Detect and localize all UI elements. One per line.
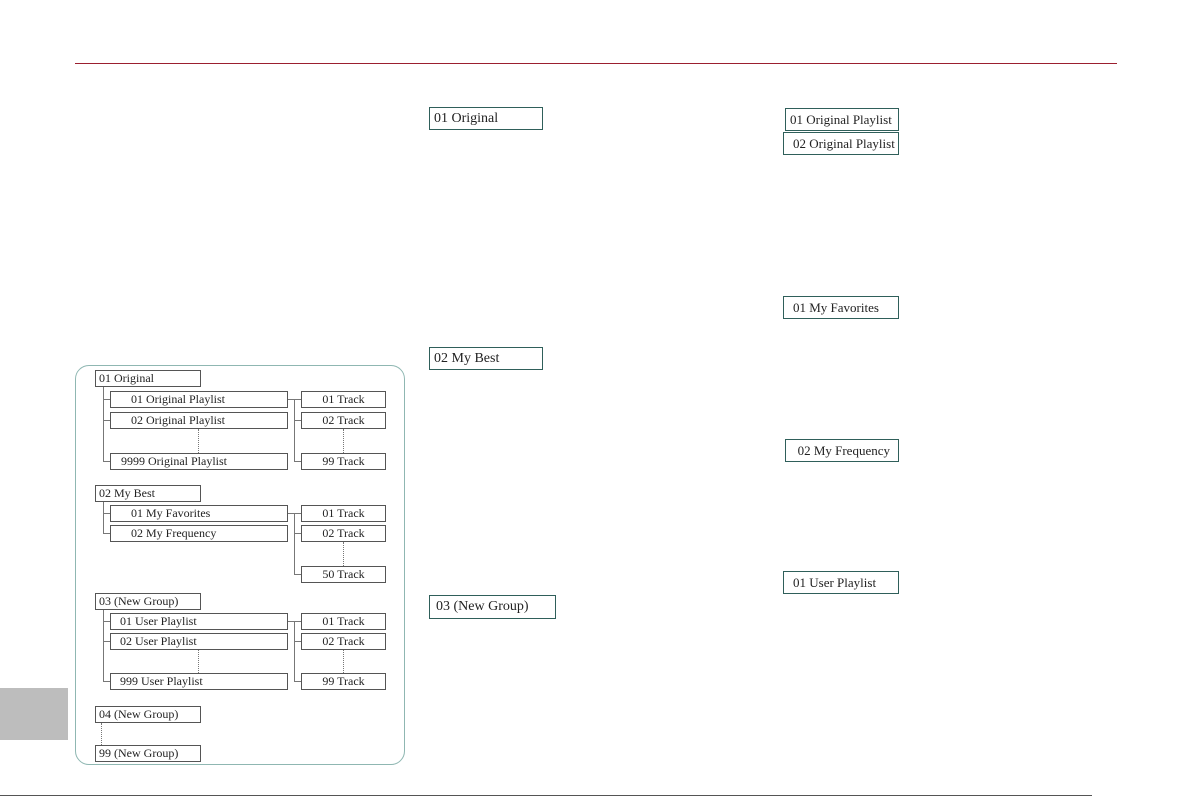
tree-line [294, 641, 301, 642]
tree-line [294, 399, 295, 461]
track-node: 02 Track [301, 412, 386, 429]
tree-line [288, 513, 294, 514]
tree-line [294, 461, 301, 462]
playlist-node: 999 User Playlist [110, 673, 288, 690]
playlist-node: 02 Original Playlist [110, 412, 288, 429]
playlist-node: 9999 Original Playlist [110, 453, 288, 470]
playlist-node: 01 Original Playlist [110, 391, 288, 408]
label-03-new-group: 03 (New Group) [429, 595, 556, 619]
tree-line [198, 650, 199, 673]
tree-line [103, 502, 104, 533]
track-node: 99 Track [301, 673, 386, 690]
tree-line [343, 542, 344, 566]
tree-line [198, 429, 199, 453]
track-node: 01 Track [301, 391, 386, 408]
tree-line [103, 681, 110, 682]
label-01-my-favorites: 01 My Favorites [783, 296, 899, 319]
tree-line [103, 399, 110, 400]
track-node: 01 Track [301, 613, 386, 630]
track-node: 02 Track [301, 525, 386, 542]
tree-line [294, 399, 301, 400]
tree-line [294, 513, 301, 514]
group-node: 04 (New Group) [95, 706, 201, 723]
tree-line [294, 533, 301, 534]
playlist-node: 02 User Playlist [110, 633, 288, 650]
playlist-node: 01 My Favorites [110, 505, 288, 522]
tree-line [294, 681, 301, 682]
label-02-my-frequency: 02 My Frequency [785, 439, 899, 462]
label-02-my-best: 02 My Best [429, 347, 543, 370]
track-node: 99 Track [301, 453, 386, 470]
tree-line [288, 399, 294, 400]
page-section-tab [0, 688, 68, 740]
label-01-user-playlist: 01 User Playlist [783, 571, 899, 594]
tree-line [103, 387, 104, 461]
label-01-original: 01 Original [429, 107, 543, 130]
tree-line [101, 723, 102, 745]
group-node: 99 (New Group) [95, 745, 201, 762]
track-node: 50 Track [301, 566, 386, 583]
tree-line [294, 420, 301, 421]
header-rule [75, 63, 1117, 64]
tree-line [343, 429, 344, 453]
tree-line [103, 641, 110, 642]
group-node: 01 Original [95, 370, 201, 387]
tree-line [103, 533, 110, 534]
playlist-node: 01 User Playlist [110, 613, 288, 630]
tree-line [103, 513, 110, 514]
group-node: 03 (New Group) [95, 593, 201, 610]
label-01-original-playlist: 01 Original Playlist [785, 108, 899, 131]
tree-line [103, 420, 110, 421]
group-node: 02 My Best [95, 485, 201, 502]
folder-hierarchy-diagram: 01 Original 01 Original Playlist 02 Orig… [75, 365, 405, 765]
tree-line [288, 621, 294, 622]
label-02-original-playlist: 02 Original Playlist [783, 132, 899, 155]
tree-line [103, 461, 110, 462]
tree-line [294, 513, 295, 574]
tree-line [343, 650, 344, 673]
tree-line [294, 621, 295, 681]
tree-line [103, 610, 104, 681]
track-node: 02 Track [301, 633, 386, 650]
tree-line [103, 621, 110, 622]
playlist-node: 02 My Frequency [110, 525, 288, 542]
tree-line [294, 621, 301, 622]
track-node: 01 Track [301, 505, 386, 522]
tree-line [294, 574, 301, 575]
